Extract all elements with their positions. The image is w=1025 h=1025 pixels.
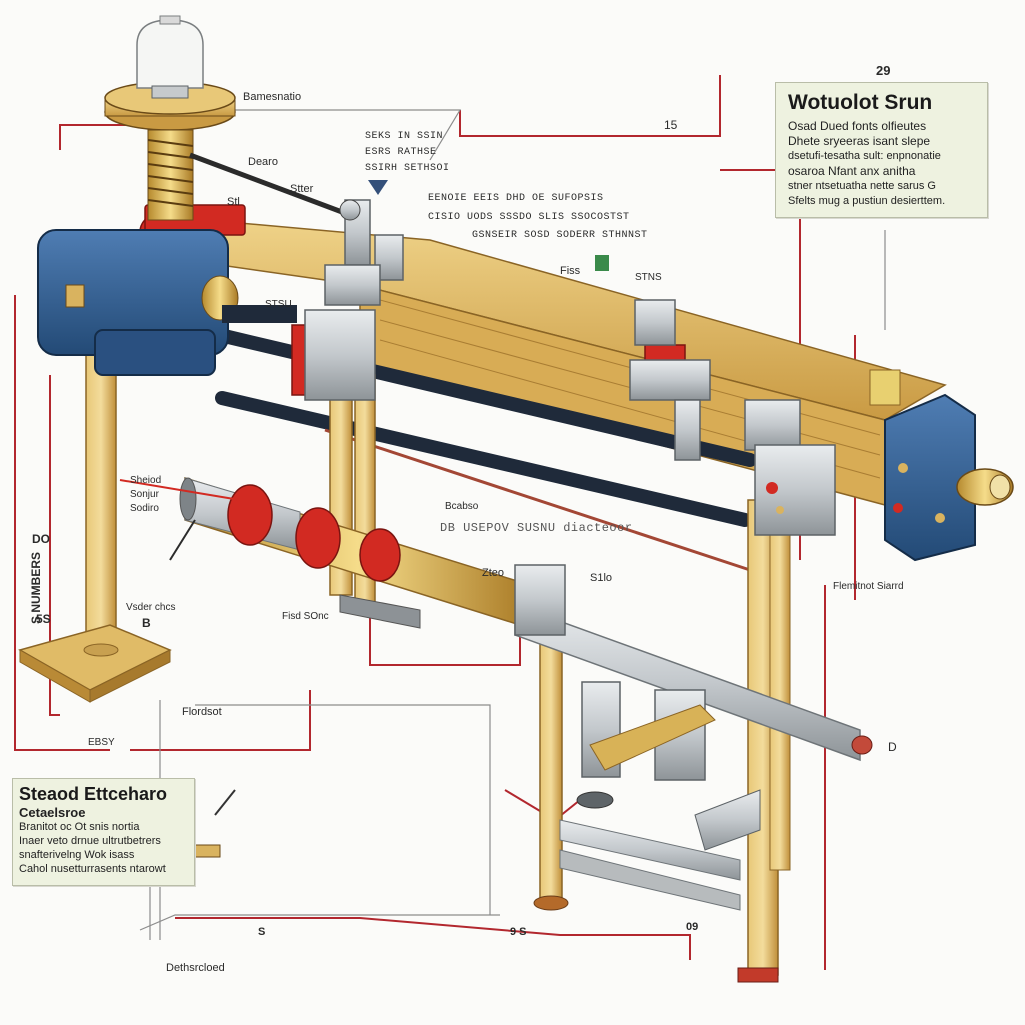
gear-housing	[37, 229, 297, 376]
label-flordsot: Flordsot	[182, 706, 222, 718]
label-s1lo: S1lo	[590, 572, 613, 584]
callout-line: stner ntsetuatha nette sarus G	[788, 180, 936, 192]
lower-bracket	[576, 704, 761, 851]
label-spec-b-2: GSNSEIR SOSD SODERR STHNNST	[472, 230, 648, 241]
label-flemitnot: Flemitnot Siarrd	[833, 581, 904, 592]
callout-top-right: Wotuolot Srun Osad Dued fonts olfieutes …	[775, 82, 988, 218]
label-b: B	[142, 616, 151, 630]
label-15: 15	[664, 118, 678, 132]
label-side-a-0: Sheiod	[130, 475, 162, 486]
callout-line: Inaer veto drnue ultrutbetrers	[19, 835, 161, 847]
callout-line: snafterivelng Wok isass	[19, 849, 135, 861]
label-top-plate: Bamesnatio	[243, 91, 302, 103]
label-spec-b-0: EENOIE EEIS DHD OE SUFOPSIS	[428, 193, 604, 204]
label-do: DO	[32, 532, 50, 546]
end-block	[884, 393, 1014, 562]
label-dearo: Dearo	[248, 156, 278, 168]
callout-line: osaroa Nfant anx anitha	[788, 164, 916, 178]
label-stl: Stl	[227, 196, 240, 208]
label-fiss: Fiss	[560, 265, 581, 277]
callout-subtitle: Cetaelsroe	[19, 805, 86, 820]
callout-bottom-left: Steaod Ettceharo Cetaelsroe Branitot oc …	[12, 778, 195, 886]
spring-tower	[104, 15, 361, 221]
callout-title: Wotuolot Srun	[788, 91, 933, 114]
callout-title: Steaod Ettceharo	[19, 784, 168, 804]
label-zteo: Zteo	[482, 567, 505, 579]
label-stns: STNS	[635, 272, 662, 283]
label-stter: Stter	[290, 183, 314, 195]
label-spec-a-0: SEKS IN SSIN	[365, 131, 444, 142]
label-bottom-09: 09	[686, 921, 699, 933]
callout-line: Dhete sryeeras isant slepe	[788, 134, 931, 148]
label-spec-a-1: ESRS RATHSE	[365, 147, 437, 158]
lower-rails	[339, 594, 741, 911]
label-fisd: Fisd SOnc	[282, 611, 329, 622]
label-dethsrcloed: Dethsrcloed	[166, 962, 225, 974]
label-vsder: Vsder chcs	[126, 602, 176, 613]
label-side-a-2: Sodiro	[130, 503, 159, 514]
label-side-a-1: Sonjur	[130, 489, 159, 500]
callout-line: Osad Dued fonts olfieutes	[788, 119, 927, 133]
callout-line: Branitot oc Ot snis nortia	[19, 821, 140, 833]
label-ebsy: EBSY	[88, 737, 115, 748]
label-pin-letter: D	[888, 740, 897, 754]
callout-line: Sfelts mug a pustiun desierttem.	[788, 195, 946, 207]
detail-markers	[119, 180, 901, 858]
label-bottom-left-s: S	[258, 926, 266, 938]
label-spec-b-1: CISIO UODS SSSDO SLIS SSOCOSTST	[428, 212, 630, 223]
label-5s: 5S	[36, 612, 51, 626]
label-bottom-9s: 9 S	[510, 926, 527, 938]
label-stsu: STSU	[265, 299, 292, 310]
label-spec-c-0: Bcabso	[445, 501, 479, 512]
label-29: 29	[876, 63, 891, 78]
label-spec-c-1: DB USEPOV SUSNU diacteoor	[440, 521, 633, 535]
callout-line: dsetufi-tesatha sult: enpnonatie	[788, 150, 941, 162]
left-post	[18, 334, 172, 703]
label-spec-a-2: SSIRH SETHSOI	[365, 163, 450, 174]
callout-line: Cahol nusetturrasents ntarowt	[19, 863, 166, 875]
